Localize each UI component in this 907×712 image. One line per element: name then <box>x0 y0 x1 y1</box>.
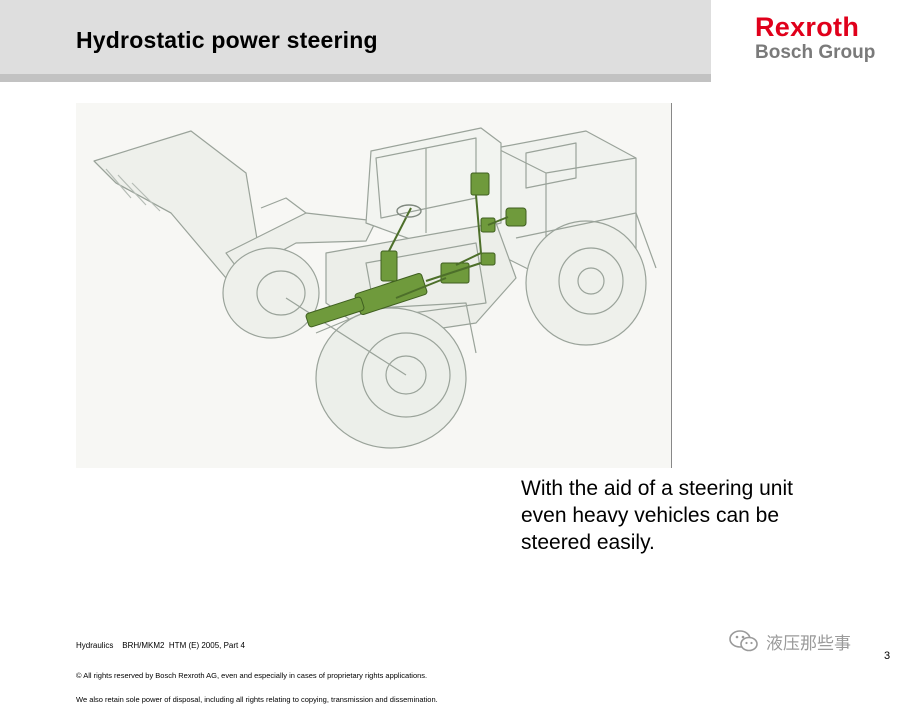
caption-line: steered easily. <box>521 531 655 554</box>
slide-header: Hydrostatic power steering Rexroth Bosch… <box>0 0 907 82</box>
footer-reference: Hydraulics BRH/MKM2 HTM (E) 2005, Part 4 <box>76 641 245 650</box>
footer-copyright: © All rights reserved by Bosch Rexroth A… <box>76 656 438 712</box>
wheel-loader-drawing <box>93 127 657 449</box>
title-underline <box>0 74 711 82</box>
divider-line <box>671 103 672 468</box>
wheel-loader-illustration <box>76 103 672 468</box>
caption-line: With the aid of a steering unit <box>521 477 793 500</box>
page-number: 3 <box>884 650 891 662</box>
footer-copyright-line: © All rights reserved by Bosch Rexroth A… <box>76 671 428 680</box>
title-bar: Hydrostatic power steering <box>0 0 711 74</box>
wechat-icon <box>729 630 758 652</box>
logo-bosch-group-text: Bosch Group <box>755 42 876 63</box>
caption-text: With the aid of a steering unit even hea… <box>521 475 851 556</box>
caption-line: even heavy vehicles can be <box>521 504 779 527</box>
footer-copyright-line: We also retain sole power of disposal, i… <box>76 695 438 704</box>
logo-rexroth-text: Rexroth <box>755 12 860 42</box>
wechat-watermark: 液压那些事 <box>728 628 851 654</box>
rexroth-logo: Rexroth Bosch Group <box>711 0 907 82</box>
slide-title: Hydrostatic power steering <box>76 27 378 53</box>
watermark-text: 液压那些事 <box>766 633 851 654</box>
